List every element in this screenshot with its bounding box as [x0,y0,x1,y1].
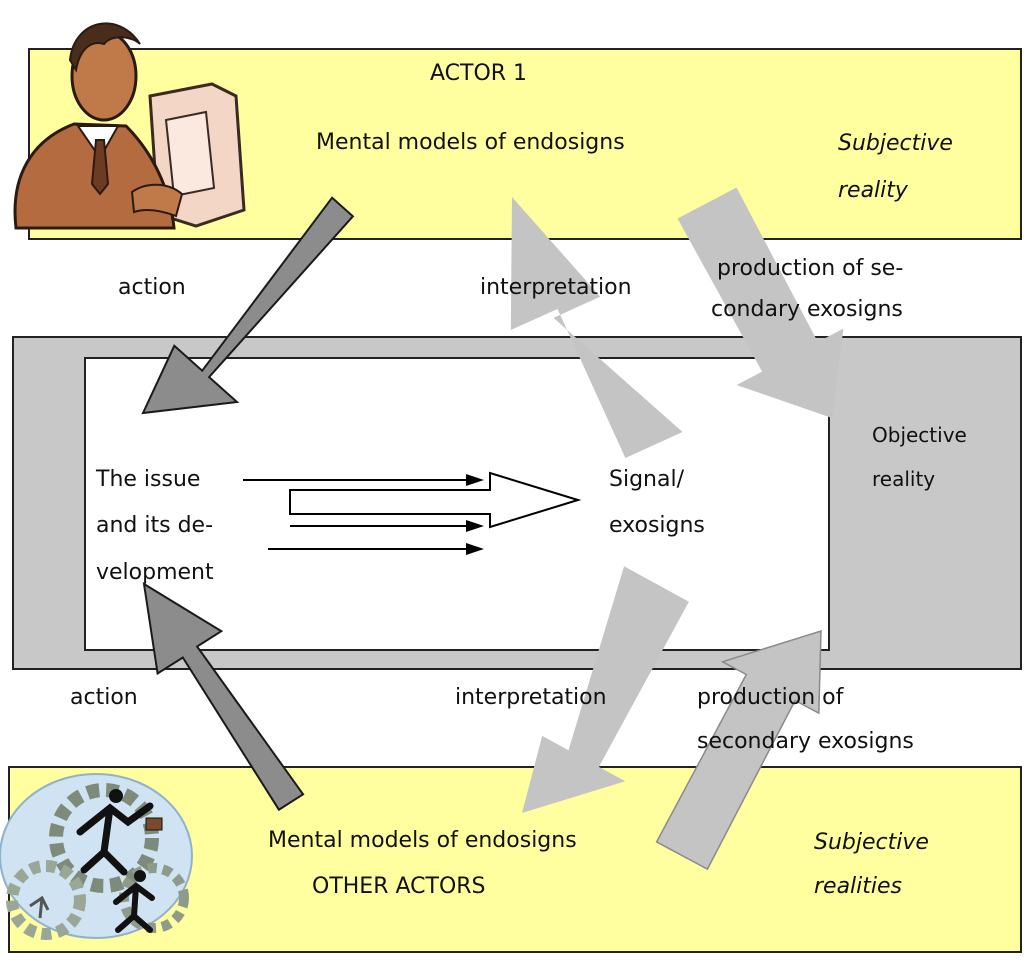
other-actors-illustration [0,774,192,938]
action-label-bottom: action [70,683,138,713]
flow-head-1 [466,474,484,486]
actor1-reality-line1: Subjective [838,129,953,159]
action-label-top: action [118,273,186,303]
action-arrow-top [143,198,353,413]
actor1-title: ACTOR 1 [430,59,527,89]
signal-label-line1: Signal/ [609,465,684,495]
issue-label-line3: velopment [96,558,214,588]
actor1-reality-line2: reality [838,176,908,206]
production-label-top-line2: condary exosigns [711,295,903,325]
signal-block-arrow [290,473,578,527]
signal-label-line2: exosigns [609,511,705,541]
others-mental-models: Mental models of endosigns [268,826,577,856]
others-reality-line2: realities [814,872,902,902]
interpretation-arrow-top [511,197,683,458]
production-label-bottom-line2: secondary exosigns [697,727,914,757]
flow-head-3 [466,543,484,555]
interpretation-label-bottom: interpretation [455,683,607,713]
action-arrow-bottom [144,584,303,810]
objective-label-line2: reality [872,464,935,494]
others-reality-line1: Subjective [814,828,929,858]
objective-label-line1: Objective [872,420,967,450]
others-title: OTHER ACTORS [312,872,486,902]
issue-label-line1: The issue [96,465,200,495]
production-label-bottom-line1: production of [697,683,843,713]
actor1-person-illustration [15,23,244,228]
flow-head-2 [466,520,484,532]
interpretation-label-top: interpretation [480,273,632,303]
actor1-mental-models: Mental models of endosigns [316,128,625,158]
issue-label-line2: and its de- [96,511,213,541]
production-label-top-line1: production of se- [717,254,903,284]
